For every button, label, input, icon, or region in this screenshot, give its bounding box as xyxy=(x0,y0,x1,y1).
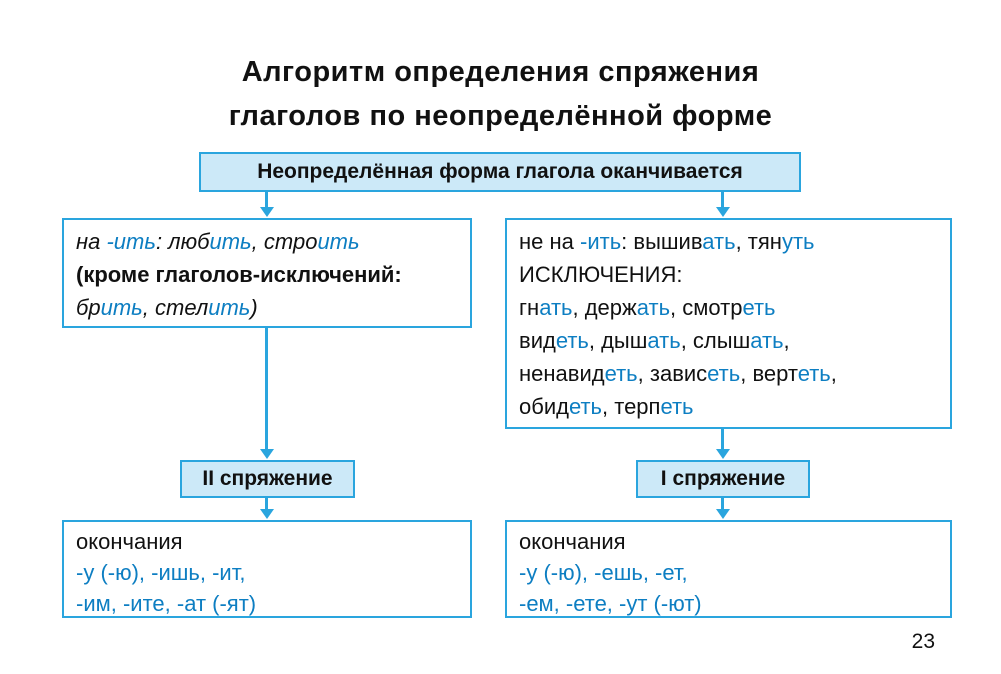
page-title-line-1: Алгоритм определения спряжения xyxy=(241,56,760,88)
endings-ii-node: окончания -у (-ю), -ишь, -ит, -им, -ите, -… xyxy=(62,520,472,618)
text-line: -у (-ю), -ешь, -ет, xyxy=(519,560,688,585)
arrow-conjugation-ii-to-endings xyxy=(265,498,268,510)
text-line: окончания xyxy=(76,529,183,554)
conjugation-ii-node: II спряжение xyxy=(180,460,355,498)
text-line: обидеть, терпеть xyxy=(519,394,694,419)
root-node: Неопределённая форма глагола оканчиваетс… xyxy=(199,152,801,192)
conjugation-i-node: I спряжение xyxy=(636,460,810,498)
endings-i-node: окончания -у (-ю), -ешь, -ет, -ем, -ете, -… xyxy=(505,520,952,618)
text-line: брить, стелить) xyxy=(76,295,258,320)
text-line: (кроме глаголов-исключений: xyxy=(76,262,402,287)
arrow-root-to-right-condition xyxy=(721,192,724,208)
page-title: Алгоритм определения спряжения глаголов … xyxy=(0,50,1001,138)
text-line: видеть, дышать, слышать, xyxy=(519,328,790,353)
arrow-right-condition-to-conjugation-i xyxy=(721,429,724,450)
text-line: окончания xyxy=(519,529,626,554)
text-line: -у (-ю), -ишь, -ит, xyxy=(76,560,246,585)
left-condition-node: на -ить: любить, строить (кроме глаголов-… xyxy=(62,218,472,328)
arrow-conjugation-i-to-endings xyxy=(721,498,724,510)
page-title-line-2: глаголов по неопределённой форме xyxy=(228,100,773,132)
text-line: -ем, -ете, -ут (-ют) xyxy=(519,591,702,616)
arrow-root-to-left-condition xyxy=(265,192,268,208)
text-line: ненавидеть, зависеть, вертеть, xyxy=(519,361,837,386)
root-node-label: Неопределённая форма глагола оканчиваетс… xyxy=(257,160,743,183)
text-line: ИСКЛЮЧЕНИЯ: xyxy=(519,262,683,287)
text-line: не на -ить: вышивать, тянуть xyxy=(519,229,815,254)
text-line: на -ить: любить, строить xyxy=(76,229,360,254)
page-number: 23 xyxy=(911,630,935,653)
text-line: гнать, держать, смотреть xyxy=(519,295,776,320)
conjugation-i-label: I спряжение xyxy=(660,467,786,490)
conjugation-ii-label: II спряжение xyxy=(202,467,333,490)
arrow-left-condition-to-conjugation-ii xyxy=(265,328,268,450)
text-line: -им, -ите, -ат (-ят) xyxy=(76,591,257,616)
